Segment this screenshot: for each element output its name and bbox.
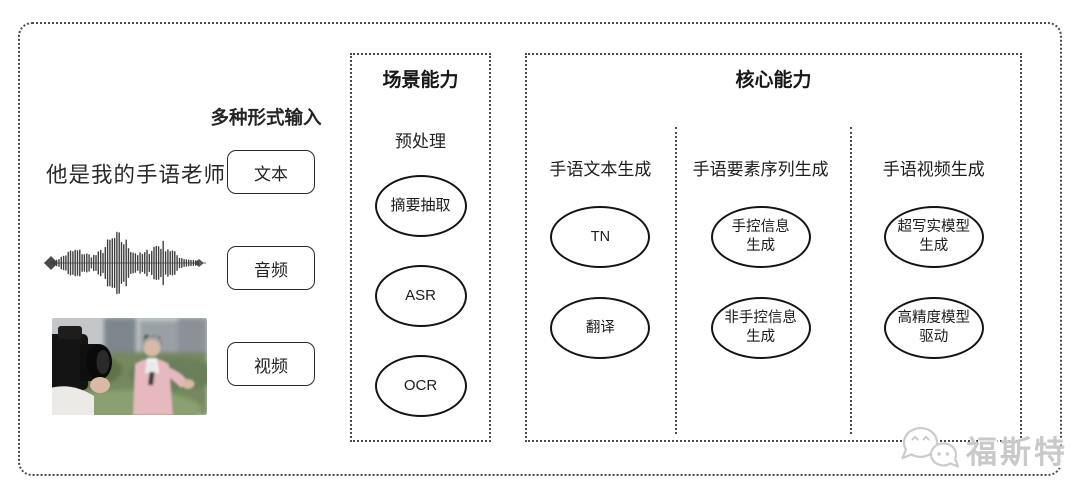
watermark-text: 福斯特: [966, 434, 1068, 470]
watermark: 福斯特: [898, 424, 1068, 474]
node-tn: TN: [550, 206, 651, 268]
node-non-manual-info-generation: 非手控信息 生成: [710, 297, 811, 359]
node-ocr: OCR: [374, 355, 467, 417]
scene-panel-title: 场景能力: [382, 70, 459, 91]
column-sign-video-generation: 手语视频生成 超写实模型 生成 高精度模型 驱动: [847, 92, 1020, 440]
node-manual-info-generation: 手控信息 生成: [710, 206, 811, 268]
input-box-text-label: 文本: [254, 164, 288, 184]
column-divider: [850, 127, 852, 434]
node-translation: 翻译: [550, 297, 651, 359]
column-divider: [675, 127, 677, 434]
input-section-title: 多种形式输入: [210, 107, 322, 128]
core-columns: 手语文本生成 TN 翻译 手语要素序列生成 手控信息 生成 非手控信息 生成 手…: [527, 92, 1020, 440]
preprocessing-label: 预处理: [395, 132, 446, 151]
input-box-video: 视频: [227, 342, 315, 386]
outer-dotted-frame: [18, 22, 1062, 476]
audio-waveform-icon: [44, 231, 206, 295]
node-hyperrealistic-model-generation: 超写实模型 生成: [883, 206, 984, 268]
column-header: 手语文本生成: [549, 160, 652, 179]
column-sign-element-sequence-generation: 手语要素序列生成 手控信息 生成 非手控信息 生成: [674, 92, 848, 440]
core-capability-panel: 核心能力 手语文本生成 TN 翻译 手语要素序列生成 手控信息 生成 非手控信息…: [525, 53, 1022, 442]
input-box-audio: 音频: [227, 246, 315, 290]
reporter-photo: [52, 318, 207, 415]
column-header: 手语视频生成: [882, 160, 985, 179]
sample-text-sentence: 他是我的手语老师: [46, 163, 227, 187]
input-box-text: 文本: [227, 150, 315, 194]
column-sign-text-generation: 手语文本生成 TN 翻译: [527, 92, 674, 440]
video-frame-illustration: [52, 318, 207, 415]
node-summary-extraction: 摘要抽取: [374, 175, 467, 237]
input-box-video-label: 视频: [254, 356, 288, 376]
column-header: 手语要素序列生成: [692, 160, 829, 179]
node-asr: ASR: [374, 265, 467, 327]
scene-capability-panel: 场景能力 预处理 摘要抽取 ASR OCR: [350, 53, 491, 442]
node-high-precision-model-driving: 高精度模型 驱动: [883, 297, 984, 359]
input-box-audio-label: 音频: [254, 260, 288, 280]
core-panel-title: 核心能力: [735, 70, 812, 91]
wechat-bubbles-icon: [901, 426, 960, 468]
